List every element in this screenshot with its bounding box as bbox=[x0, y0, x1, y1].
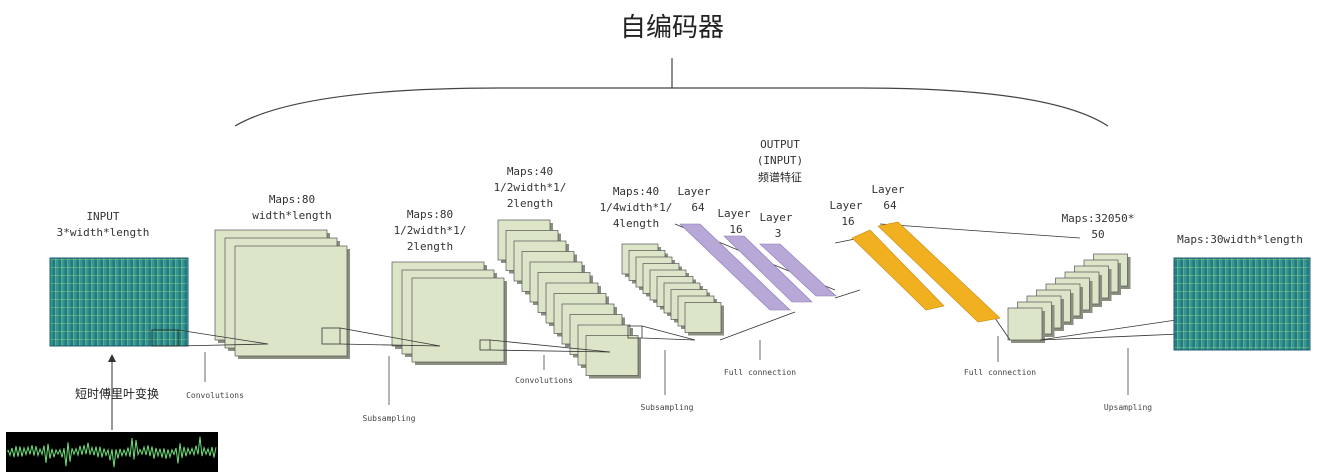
feature-map-stack-1 bbox=[214, 229, 350, 359]
feature-map-stack-4 bbox=[621, 243, 724, 336]
svg-text:Maps:40: Maps:40 bbox=[613, 185, 659, 198]
svg-text:频谱特征: 频谱特征 bbox=[758, 170, 802, 184]
svg-text:(INPUT): (INPUT) bbox=[757, 154, 803, 167]
step-label-subsampling-1: Subsampling bbox=[363, 414, 416, 423]
svg-text:Layer: Layer bbox=[829, 199, 862, 212]
svg-text:Layer: Layer bbox=[759, 211, 792, 224]
input-label: INPUT 3*width*length bbox=[57, 210, 150, 239]
svg-text:Layer: Layer bbox=[717, 207, 750, 220]
svg-text:4length: 4length bbox=[613, 217, 659, 230]
svg-text:Layer: Layer bbox=[871, 183, 904, 196]
svg-text:3*width*length: 3*width*length bbox=[57, 226, 150, 239]
svg-text:Maps:32050*: Maps:32050* bbox=[1062, 212, 1135, 225]
maps-label-3: Maps:40 1/2width*1/ 2length bbox=[494, 165, 567, 210]
feature-map bbox=[585, 335, 639, 376]
encoder-bracket bbox=[234, 58, 1109, 127]
output-spectrogram bbox=[1173, 257, 1311, 351]
svg-text:width*length: width*length bbox=[252, 209, 331, 222]
feature-map-stack-2 bbox=[391, 261, 507, 365]
svg-text:1/2width*1/: 1/2width*1/ bbox=[494, 181, 567, 194]
svg-text:Maps:80: Maps:80 bbox=[269, 193, 315, 206]
layer-label-16-encoder: Layer 16 bbox=[717, 207, 750, 236]
step-label-convolutions-2: Convolutions bbox=[515, 376, 573, 385]
diagram-title: 自编码器 bbox=[620, 13, 724, 43]
maps-label-5: Maps:32050* 50 bbox=[1062, 212, 1135, 241]
feature-map bbox=[411, 277, 505, 363]
step-label-subsampling-2: Subsampling bbox=[641, 403, 694, 412]
waveform bbox=[6, 432, 218, 472]
layer-label-64-decoder: Layer 64 bbox=[871, 183, 904, 212]
feature-map-stack-5 bbox=[1007, 253, 1131, 343]
svg-text:INPUT: INPUT bbox=[86, 210, 119, 223]
step-label-upsampling: Upsampling bbox=[1104, 403, 1152, 412]
feature-map bbox=[684, 302, 722, 333]
output-maps-label: Maps:30width*length bbox=[1177, 233, 1303, 246]
svg-text:Layer: Layer bbox=[677, 185, 710, 198]
encoder-dense-layers bbox=[679, 223, 837, 311]
maps-label-2: Maps:80 1/2width*1/ 2length bbox=[394, 208, 467, 253]
svg-text:Maps:40: Maps:40 bbox=[507, 165, 553, 178]
svg-text:1/2width*1/: 1/2width*1/ bbox=[394, 224, 467, 237]
step-label-full-connection-1: Full connection bbox=[724, 368, 796, 377]
layer-label-16-decoder: Layer 16 bbox=[829, 199, 862, 228]
svg-text:16: 16 bbox=[729, 223, 742, 236]
feature-map-stack-3 bbox=[497, 219, 641, 379]
output-bottleneck-label: OUTPUT (INPUT) 频谱特征 bbox=[757, 138, 803, 184]
input-spectrogram bbox=[49, 257, 189, 347]
input-focus-box bbox=[151, 329, 179, 347]
maps-label-1: Maps:80 width*length bbox=[252, 193, 331, 222]
svg-text:2length: 2length bbox=[507, 197, 553, 210]
dense-layer-64-decoder bbox=[877, 221, 1001, 323]
svg-text:OUTPUT: OUTPUT bbox=[760, 138, 800, 151]
svg-text:16: 16 bbox=[841, 215, 854, 228]
dense-layer-16-encoder bbox=[723, 235, 813, 303]
feature-map bbox=[1007, 307, 1043, 341]
svg-text:Maps:80: Maps:80 bbox=[407, 208, 453, 221]
stft-label: 短时傅里叶变换 bbox=[75, 386, 159, 401]
feature-map bbox=[234, 245, 348, 357]
svg-text:1/4width*1/: 1/4width*1/ bbox=[600, 201, 673, 214]
svg-text:2length: 2length bbox=[407, 240, 453, 253]
maps-label-4: Maps:40 1/4width*1/ 4length bbox=[600, 185, 673, 230]
layer-label-3: Layer 3 bbox=[759, 211, 792, 240]
step-label-convolutions-1: Convolutions bbox=[186, 391, 244, 400]
svg-text:3: 3 bbox=[775, 227, 782, 240]
step-markers bbox=[204, 336, 1129, 405]
decoder-dense-layers bbox=[851, 221, 1001, 323]
feature-map-stacks bbox=[214, 219, 1131, 379]
step-label-full-connection-2: Full connection bbox=[964, 368, 1036, 377]
dense-layer-16-decoder bbox=[851, 229, 945, 311]
layer-label-64-encoder: Layer 64 bbox=[677, 185, 710, 214]
svg-text:64: 64 bbox=[883, 199, 897, 212]
svg-text:50: 50 bbox=[1091, 228, 1104, 241]
dense-layer-64-encoder bbox=[679, 223, 791, 311]
svg-text:64: 64 bbox=[691, 201, 705, 214]
dense-layer-3 bbox=[759, 243, 837, 297]
